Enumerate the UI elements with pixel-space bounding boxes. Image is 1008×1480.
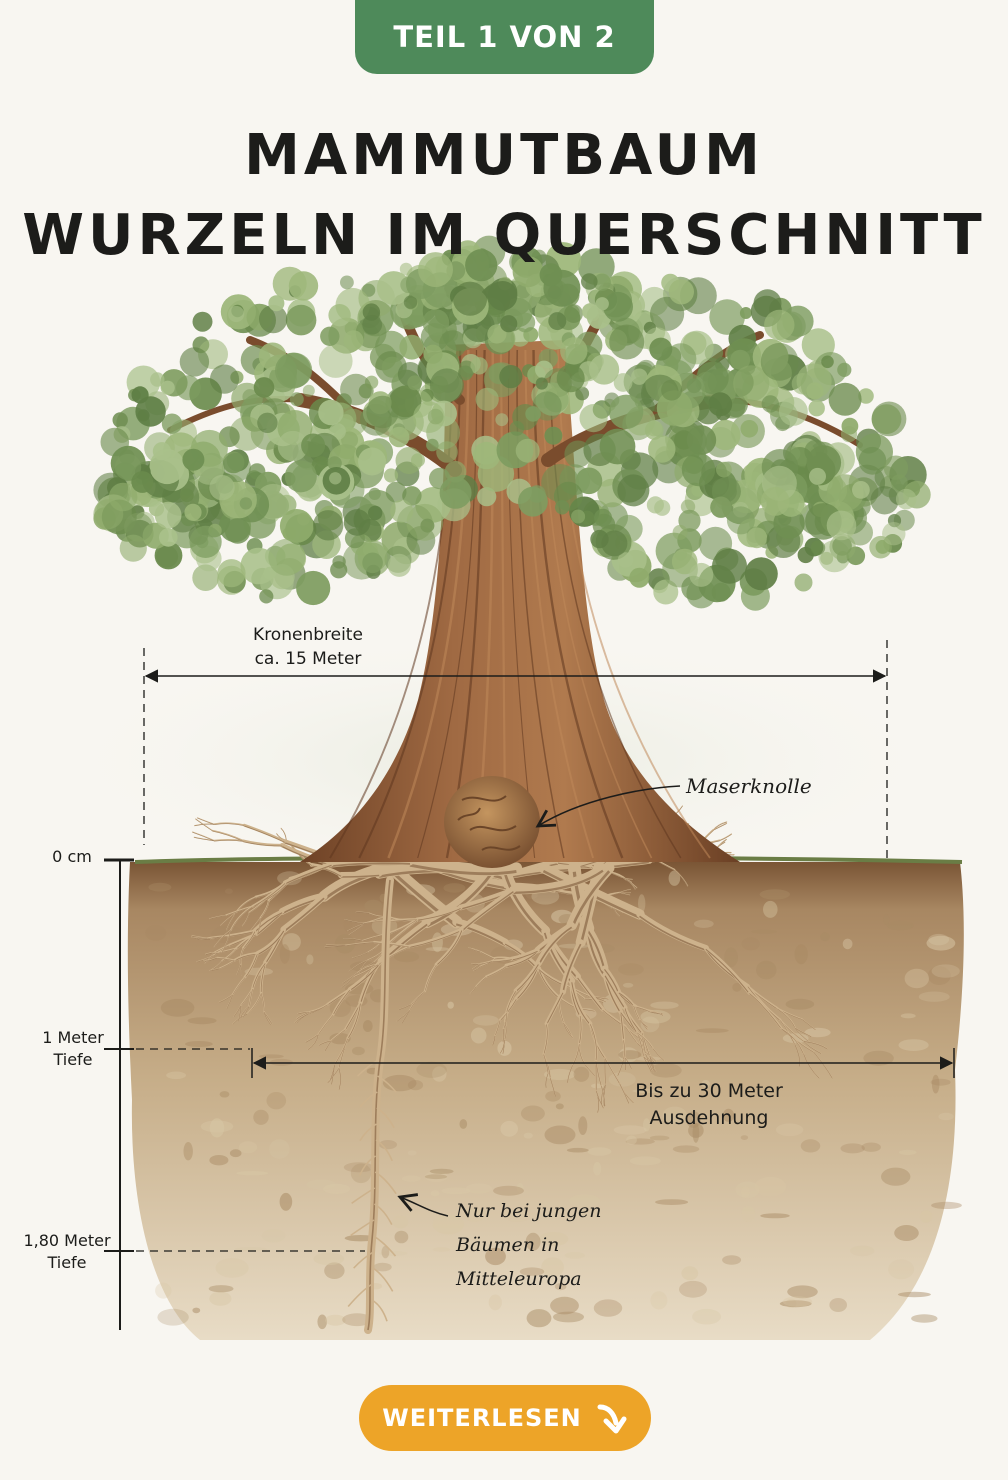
- depth-label-180-line1: 1,80 Meter: [23, 1231, 110, 1250]
- soil-layer: [127, 862, 964, 1340]
- taproot-note-line1: Nur bei jungen: [455, 1200, 602, 1222]
- burl: [444, 776, 540, 868]
- taproot-note-line3: Mitteleuropa: [455, 1268, 582, 1290]
- depth-label-0: 0 cm: [52, 847, 92, 866]
- crown-width-label-line2: ca. 15 Meter: [255, 649, 362, 669]
- root-spread-label-line2: Ausdehnung: [650, 1107, 769, 1129]
- part-badge-label: TEIL 1 VON 2: [393, 20, 616, 54]
- tree-canopy: [93, 235, 931, 611]
- burl-label: Maserknolle: [685, 774, 812, 798]
- crown-width-dimension: [143, 640, 888, 858]
- depth-label-1m-line1: 1 Meter: [42, 1028, 104, 1047]
- title-line-1: MAMMUTBAUM: [244, 123, 764, 188]
- read-more-button[interactable]: WEITERLESEN: [359, 1385, 651, 1451]
- part-badge: TEIL 1 VON 2: [355, 0, 654, 74]
- burl-pointer-arrow: [535, 785, 681, 828]
- root-spread-label-line1: Bis zu 30 Meter: [635, 1080, 783, 1102]
- taproot-note-line2: Bäumen in: [455, 1234, 559, 1256]
- crown-width-label-line1: Kronenbreite: [253, 625, 363, 645]
- taproot-pointer-arrow: [397, 1193, 449, 1217]
- page-title: MAMMUTBAUM WURZELN IM QUERSCHNITT: [0, 116, 1008, 276]
- depth-label-180-line2: Tiefe: [46, 1253, 86, 1272]
- title-line-2: WURZELN IM QUERSCHNITT: [22, 203, 986, 268]
- depth-scale: [104, 858, 365, 1330]
- read-more-label: WEITERLESEN: [382, 1404, 582, 1432]
- arrow-down-right-icon: [594, 1401, 628, 1435]
- depth-label-1m-line2: Tiefe: [52, 1050, 92, 1069]
- root-spread-dimension: [251, 1048, 955, 1078]
